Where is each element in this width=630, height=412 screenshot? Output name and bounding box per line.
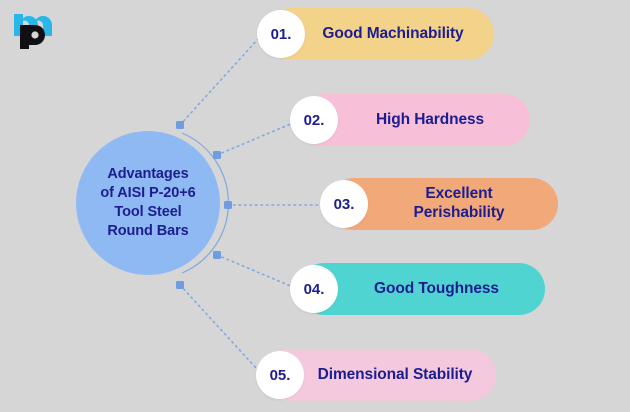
advantage-item-1[interactable]: 01. Good Machinability: [257, 8, 494, 60]
advantage-pill-4: [298, 263, 545, 315]
spoke-node-2: [213, 151, 221, 159]
advantage-number-badge-3: 03.: [320, 180, 368, 228]
advantage-number-badge-1: 01.: [257, 10, 305, 58]
advantage-label-1: Good Machinability: [322, 24, 464, 42]
advantage-number-badge-5: 05.: [256, 351, 304, 399]
pm-logo-mark: [14, 14, 52, 49]
spoke-node-4: [213, 251, 221, 259]
advantage-number-badge-4: 04.: [290, 265, 338, 313]
spoke-line-4: [216, 254, 301, 291]
spoke-node-1: [176, 121, 184, 129]
spoke-line-2: [216, 119, 301, 156]
spoke-node-3: [224, 201, 232, 209]
advantage-label-3: Excellent Perishability: [413, 185, 505, 221]
advantage-label-4: Good Toughness: [374, 279, 499, 297]
pm-logo: [12, 8, 68, 52]
advantage-label-5: Dimensional Stability: [317, 365, 473, 383]
logo-letter-p-icon: [20, 25, 45, 49]
advantage-label-2: High Hardness: [375, 110, 485, 128]
advantage-number-badge-2: 02.: [290, 96, 338, 144]
hub-title: Advantages of AISI P-20+6 Tool Steel Rou…: [100, 165, 196, 240]
spoke-node-5: [176, 281, 184, 289]
advantage-item-4[interactable]: 04. Good Toughness: [290, 263, 545, 315]
spoke-line-5: [179, 284, 269, 382]
advantage-item-2[interactable]: 02. High Hardness: [290, 94, 530, 146]
central-hub: Advantages of AISI P-20+6 Tool Steel Rou…: [76, 131, 220, 275]
spoke-line-1: [179, 27, 269, 126]
advantage-item-3[interactable]: 03. Excellent Perishability: [320, 178, 558, 230]
advantage-item-5[interactable]: 05. Dimensional Stability: [256, 349, 496, 401]
